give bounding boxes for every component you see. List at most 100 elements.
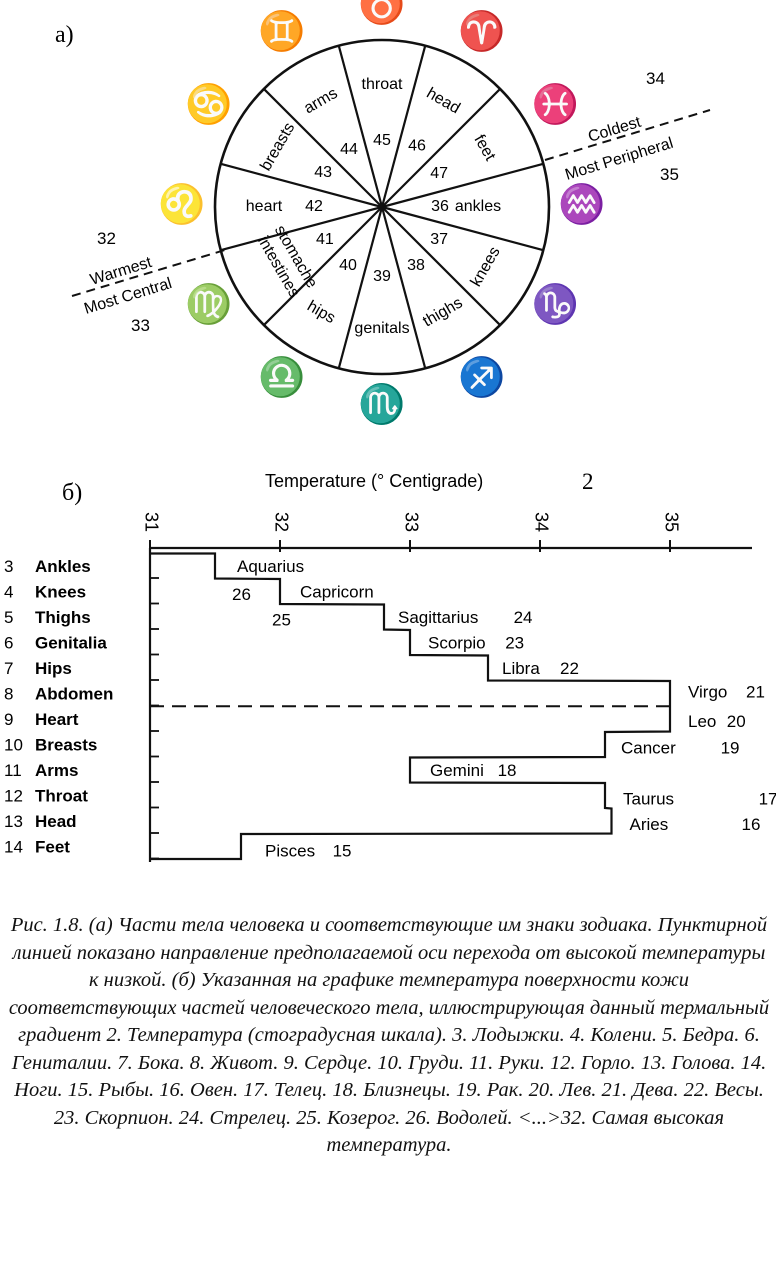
wheel-spoke [337, 206, 384, 369]
wheel-part-label: heart [246, 198, 283, 215]
wheel-spoke [263, 88, 383, 208]
wheel-number-label: 42 [305, 198, 323, 215]
zodiac-sign-label: Sagittarius [398, 608, 478, 627]
zodiac-glyph-icon: ♌ [158, 182, 205, 226]
x-tick-label: 32 [271, 512, 291, 532]
zodiac-sign-number: 18 [498, 761, 517, 780]
warm-axis-number-top: 32 [97, 229, 116, 248]
wheel-number-label: 45 [373, 132, 391, 149]
zodiac-sign-number: 24 [514, 608, 533, 627]
zodiac-sign-label: Taurus [623, 790, 674, 809]
row-body-part-label: Feet [35, 838, 70, 857]
row-body-part-label: Head [35, 812, 77, 831]
wheel-part-label: ankles [455, 198, 501, 215]
figure-caption: Рис. 1.8. (а) Части тела человека и соот… [8, 914, 770, 1156]
row-number-label: 5 [4, 608, 13, 627]
zodiac-glyph-icon: ♑ [532, 282, 579, 326]
zodiac-sign-number: 25 [272, 611, 291, 630]
zodiac-glyph-icon: ♏ [358, 382, 405, 426]
cold-axis-number-bottom: 35 [660, 165, 679, 184]
zodiac-sign-number: 22 [560, 659, 579, 678]
wheel-spokes [220, 45, 544, 369]
zodiac-sign-label: Pisces [265, 842, 315, 861]
zodiac-sign-label: Gemini [430, 761, 484, 780]
wheel-number-label: 47 [430, 165, 448, 182]
zodiac-glyph-icon: ♍ [185, 282, 232, 326]
row-body-part-label: Knees [35, 583, 86, 602]
zodiac-glyph-icon: ♋ [185, 82, 232, 126]
row-number-label: 12 [4, 787, 23, 806]
wheel-number-label: 46 [408, 138, 426, 155]
row-number-label: 11 [4, 761, 22, 780]
row-number-label: 8 [4, 685, 13, 704]
wheel-part-label: knees [468, 244, 504, 289]
chart-step-line [150, 552, 672, 861]
wheel-part-label: throat [362, 76, 403, 93]
zodiac-sign-number: 26 [232, 585, 251, 604]
x-tick-label: 33 [401, 512, 421, 532]
x-tick-label: 35 [661, 512, 681, 532]
zodiac-glyph-icon: ♓ [532, 82, 579, 126]
cold-axis-label-1: Coldest [586, 114, 643, 146]
zodiac-glyph-icon: ♒ [558, 182, 605, 226]
zodiac-glyph-icon: ♐ [458, 355, 505, 399]
wheel-number-label: 41 [316, 231, 334, 248]
panel-b-label: б) [62, 480, 82, 506]
wheel-spoke [380, 206, 427, 369]
wheel-spoke [220, 205, 383, 252]
row-number-label: 4 [4, 583, 13, 602]
zodiac-sign-number: 16 [742, 815, 761, 834]
zodiac-glyph-icon: ♉ [358, 0, 405, 26]
row-body-part-label: Hips [35, 659, 72, 678]
wheel-part-label: hips [304, 298, 338, 327]
wheel-number-label: 44 [340, 141, 358, 158]
row-number-label: 7 [4, 659, 13, 678]
zodiac-glyph-icon: ♊ [258, 9, 305, 53]
wheel-part-label: arms [301, 85, 340, 118]
wheel-spoke [381, 162, 544, 209]
zodiac-sign-label: Capricorn [300, 583, 374, 602]
wheel-spoke [380, 45, 427, 208]
wheel-spoke [381, 205, 544, 252]
row-body-part-label: Heart [35, 710, 79, 729]
zodiac-wheel-circle [213, 38, 551, 376]
wheel-number-label: 39 [373, 268, 391, 285]
zodiac-glyph-icon: ♈ [458, 9, 505, 53]
row-body-part-label: Thighs [35, 608, 91, 627]
warm-axis-number-bottom: 33 [131, 316, 150, 335]
zodiac-sign-label: Scorpio [428, 634, 486, 653]
row-number-label: 13 [4, 812, 23, 831]
zodiac-glyphs: ♉ ♈ ♓ ♒ ♑ ♐ ♏ ♎ ♍ ♌ ♋ ♊ [158, 0, 605, 426]
wheel-part-label: genitals [354, 320, 409, 337]
row-number-label: 9 [4, 710, 13, 729]
row-body-part-label: Arms [35, 761, 78, 780]
warm-axis-line [71, 249, 226, 297]
wheel-part-label: thighs [420, 294, 465, 330]
chart-sign-labels: Aquarius 26 Capricorn 25 Sagittarius 24Scorpi… [232, 557, 776, 861]
zodiac-glyph-icon: ♎ [258, 355, 305, 399]
row-body-part-label: Breasts [35, 736, 97, 755]
zodiac-sign-number: 23 [505, 634, 524, 653]
wheel-part-label: breasts [257, 120, 298, 174]
zodiac-sign-label: Aquarius [237, 557, 304, 576]
zodiac-sign-label: Cancer [621, 739, 676, 758]
x-tick-label: 34 [531, 512, 551, 532]
wheel-spoke [381, 206, 501, 326]
row-body-part-label: Ankles [35, 557, 91, 576]
cold-axis-number-top: 34 [646, 69, 665, 88]
zodiac-sign-label: Libra [502, 659, 540, 678]
wheel-spoke [220, 162, 383, 209]
zodiac-sign-number: 20 [727, 712, 746, 731]
wheel-spoke [337, 45, 384, 208]
row-body-part-label: Abdomen [35, 685, 113, 704]
row-number-label: 10 [4, 736, 23, 755]
row-body-part-label: Genitalia [35, 634, 107, 653]
wheel-number-label: 36 [431, 198, 449, 215]
row-body-part-label: Throat [35, 787, 88, 806]
zodiac-sign-number: 17 [759, 790, 776, 809]
zodiac-sign-label: Virgo [688, 683, 727, 702]
wheel-number-label: 40 [339, 257, 357, 274]
